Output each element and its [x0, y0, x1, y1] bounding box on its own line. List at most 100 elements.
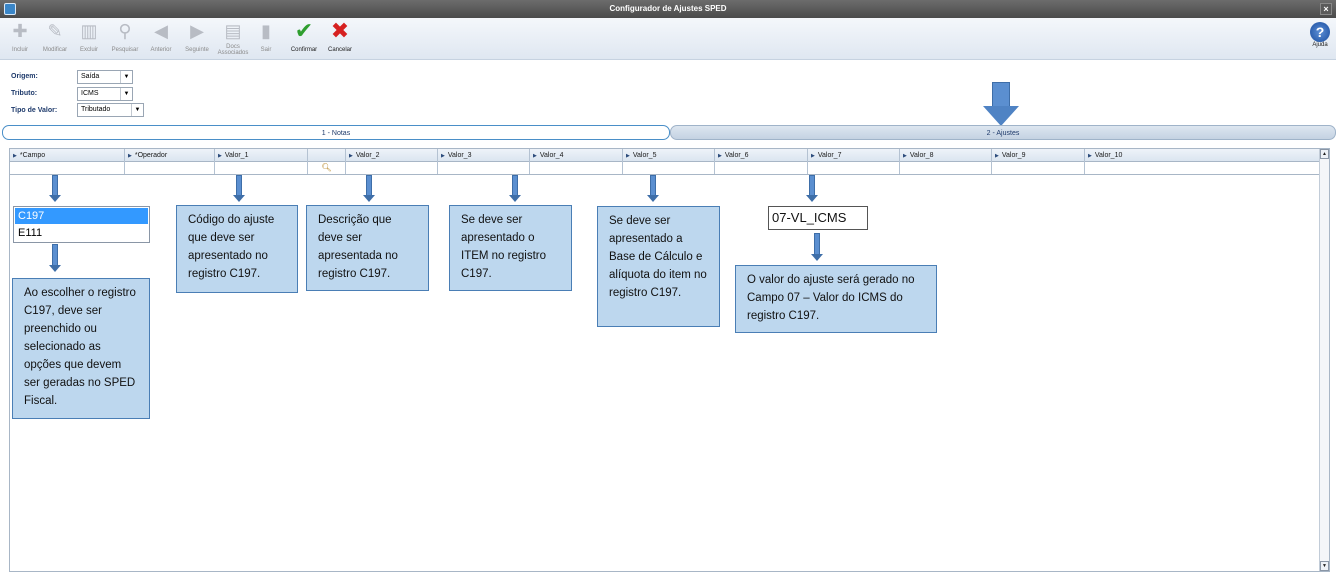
tab-notas[interactable]: 1 - Notas — [2, 125, 670, 140]
col-operador[interactable]: ▶*Operador — [125, 149, 215, 162]
grid-header: ▶*Campo ▶*Operador ▶Valor_1 ▶Valor_2 ▶Va… — [10, 149, 1320, 162]
anterior-button[interactable]: ◀ Anterior — [143, 20, 179, 60]
annotation-arrow — [509, 175, 521, 202]
tipo-valor-select[interactable]: Tributado ▼ — [77, 103, 144, 117]
pesquisar-label: Pesquisar — [111, 47, 139, 53]
callout-valor-1: Código do ajuste que deve ser apresentad… — [176, 205, 298, 293]
tipo-valor-label: Tipo de Valor: — [11, 107, 58, 114]
chevron-down-icon: ▼ — [120, 88, 132, 100]
incluir-label: Incluir — [11, 47, 28, 53]
col-valor-8-label: Valor_8 — [909, 152, 934, 159]
col-valor-6[interactable]: ▶Valor_6 — [715, 149, 808, 162]
col-valor-7-label: Valor_7 — [817, 152, 842, 159]
col-valor-7[interactable]: ▶Valor_7 — [808, 149, 900, 162]
cell-valor-3[interactable] — [438, 162, 530, 174]
cancelar-label: Cancelar — [327, 47, 352, 53]
sair-button[interactable]: ▮ Sair — [248, 20, 284, 60]
cell-operador[interactable] — [125, 162, 215, 174]
scroll-up-icon[interactable]: ▲ — [1320, 149, 1329, 159]
seguinte-button[interactable]: ▶ Seguinte — [179, 20, 215, 60]
valor7-field[interactable]: 07-VL_ICMS — [768, 206, 868, 230]
docs-associados-button[interactable]: ▤ Docs Associados — [215, 20, 251, 60]
campo-options-list[interactable]: C197 E111 — [13, 206, 150, 243]
tab-ajustes[interactable]: 2 - Ajustes — [670, 125, 1336, 140]
col-valor-1-label: Valor_1 — [224, 152, 249, 159]
incluir-button[interactable]: ✚ Incluir — [2, 20, 38, 60]
excluir-button[interactable]: ▥ Excluir — [71, 20, 107, 60]
col-valor-10-label: Valor_10 — [1094, 152, 1123, 159]
col-valor-4[interactable]: ▶Valor_4 — [530, 149, 623, 162]
col-valor-5[interactable]: ▶Valor_5 — [623, 149, 715, 162]
window-titlebar: Configurador de Ajustes SPED × — [0, 0, 1336, 18]
col-valor-6-label: Valor_6 — [724, 152, 749, 159]
scroll-down-icon[interactable]: ▼ — [1320, 561, 1329, 571]
close-icon[interactable]: × — [1320, 3, 1332, 15]
origem-select[interactable]: Saída ▼ — [77, 70, 133, 84]
x-icon: ✖ — [330, 18, 350, 43]
arrow-right-icon: ▶ — [190, 21, 204, 41]
sort-triangle-icon: ▶ — [349, 153, 353, 159]
list-item[interactable]: E111 — [18, 227, 43, 239]
help-button[interactable]: ? Ajuda — [1308, 22, 1332, 58]
annotation-arrow — [233, 175, 245, 202]
cell-valor-2[interactable] — [346, 162, 438, 174]
cell-campo[interactable] — [10, 162, 125, 174]
pointer-arrow — [983, 82, 1019, 126]
cell-valor-6[interactable] — [715, 162, 808, 174]
sort-triangle-icon: ▶ — [218, 153, 222, 159]
cell-valor-4[interactable] — [530, 162, 623, 174]
docs-icon: ▤ — [224, 21, 242, 41]
modificar-label: Modificar — [42, 47, 68, 53]
col-valor-2[interactable]: ▶Valor_2 — [346, 149, 438, 162]
col-valor-9[interactable]: ▶Valor_9 — [992, 149, 1085, 162]
cell-valor-7[interactable] — [808, 162, 900, 174]
help-label: Ajuda — [1312, 42, 1328, 48]
callout-valor-3: Se deve ser apresentado o ITEM no regist… — [449, 205, 572, 291]
col-valor-3[interactable]: ▶Valor_3 — [438, 149, 530, 162]
cell-valor-5[interactable] — [623, 162, 715, 174]
tributo-label: Tributo: — [11, 90, 38, 97]
tab-bar: 1 - Notas 2 - Ajustes — [2, 125, 1336, 140]
confirmar-button[interactable]: ✔ Confirmar — [286, 20, 322, 60]
sort-triangle-icon: ▶ — [441, 153, 445, 159]
origem-value: Saída — [81, 73, 100, 80]
callout-valor-7: O valor do ajuste será gerado no Campo 0… — [735, 265, 937, 333]
list-item[interactable]: C197 — [15, 208, 148, 224]
col-campo[interactable]: ▶*Campo — [10, 149, 125, 162]
confirmar-label: Confirmar — [290, 47, 318, 53]
lookup-magnifier-icon[interactable]: 🔍︎ — [308, 162, 346, 174]
cell-valor-10[interactable] — [1085, 162, 1320, 174]
tributo-select[interactable]: ICMS ▼ — [77, 87, 133, 101]
col-valor-9-label: Valor_9 — [1001, 152, 1026, 159]
sort-triangle-icon: ▶ — [626, 153, 630, 159]
anterior-label: Anterior — [150, 47, 172, 53]
col-valor-3-label: Valor_3 — [447, 152, 472, 159]
chevron-down-icon: ▼ — [131, 104, 143, 116]
edit-doc-icon: ✎ — [47, 21, 63, 41]
cancelar-button[interactable]: ✖ Cancelar — [322, 20, 358, 60]
docs-associados-label: Docs Associados — [217, 44, 249, 56]
seguinte-label: Seguinte — [185, 47, 209, 53]
col-valor-1[interactable]: ▶Valor_1 — [215, 149, 308, 162]
origem-label: Origem: — [11, 73, 38, 80]
exit-door-icon: ▮ — [261, 21, 271, 41]
annotation-arrow — [806, 175, 818, 202]
col-valor-5-label: Valor_5 — [632, 152, 657, 159]
cell-valor-9[interactable] — [992, 162, 1085, 174]
tributo-value: ICMS — [81, 90, 99, 97]
sort-triangle-icon: ▶ — [811, 153, 815, 159]
vertical-scrollbar[interactable]: ▲ ▼ — [1319, 149, 1329, 571]
sort-triangle-icon: ▶ — [903, 153, 907, 159]
arrow-left-icon: ◀ — [154, 21, 168, 41]
cell-valor-8[interactable] — [900, 162, 992, 174]
window-title: Configurador de Ajustes SPED — [609, 4, 727, 13]
cell-valor-1[interactable] — [215, 162, 308, 174]
pesquisar-button[interactable]: ⚲ Pesquisar — [107, 20, 143, 60]
col-operador-label: *Operador — [134, 152, 168, 159]
col-valor-10[interactable]: ▶Valor_10 — [1085, 149, 1320, 162]
callout-valor-2: Descrição que deve ser apresentada no re… — [306, 205, 429, 291]
sort-triangle-icon: ▶ — [128, 153, 132, 159]
modificar-button[interactable]: ✎ Modificar — [37, 20, 73, 60]
annotation-arrow — [647, 175, 659, 202]
col-valor-8[interactable]: ▶Valor_8 — [900, 149, 992, 162]
